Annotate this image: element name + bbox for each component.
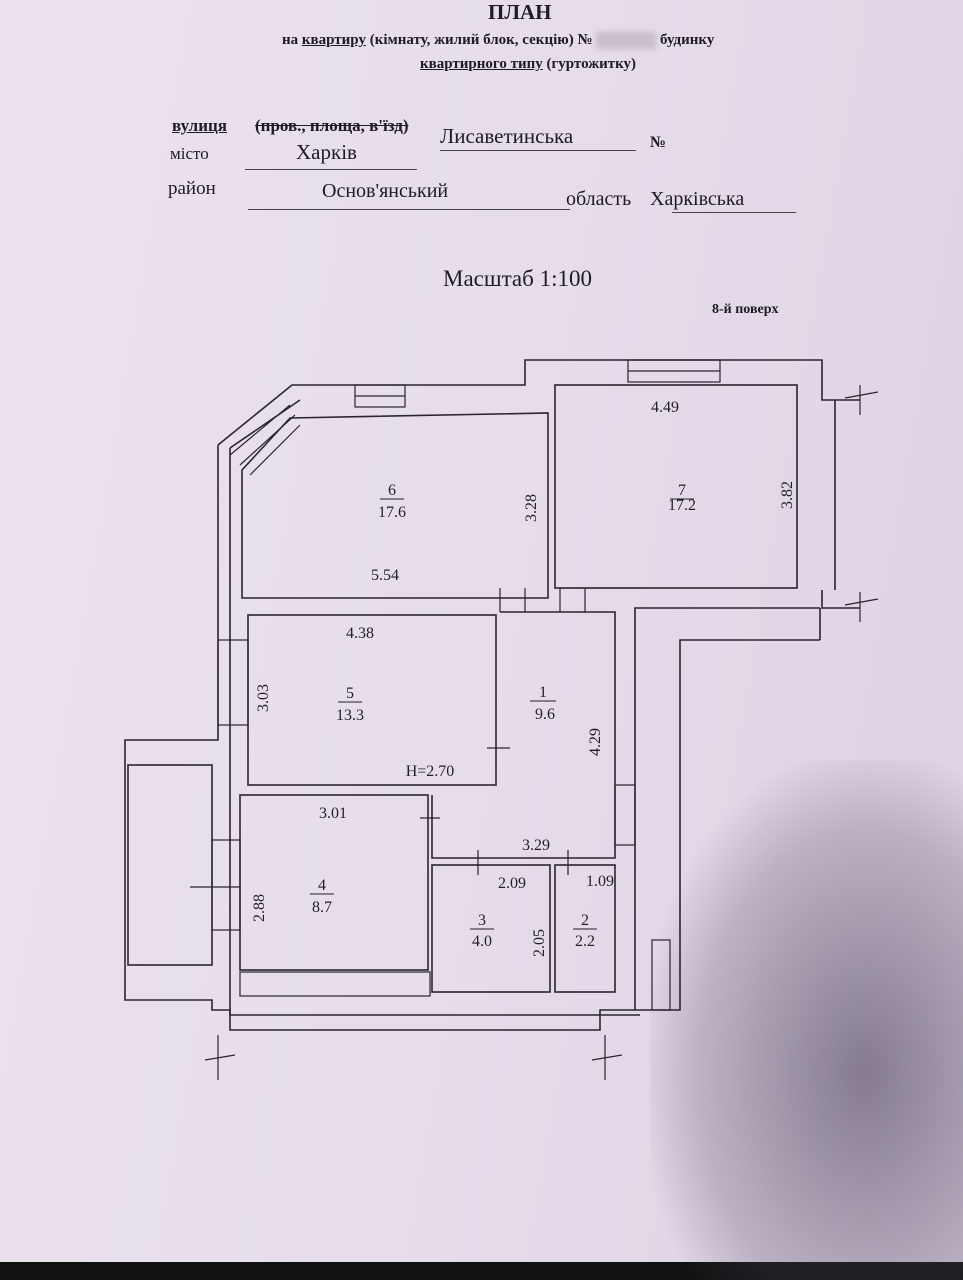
district-value: Основ'янський bbox=[322, 180, 449, 202]
header-apartment: квартиру bbox=[301, 32, 366, 48]
floor-label: 8-й поверх bbox=[712, 302, 779, 317]
room-7-number: 7 bbox=[678, 482, 686, 499]
header-line-1: на квартиру (кімнату, жилий блок, секцію… bbox=[282, 32, 714, 49]
header-suffix: будинку bbox=[660, 32, 715, 48]
header-prefix: на bbox=[282, 32, 299, 48]
room-3-depth: 2.05 bbox=[531, 929, 548, 957]
room-5-width: 4.38 bbox=[346, 625, 374, 642]
room-4 bbox=[239, 794, 429, 971]
header-rest: (кімнату, жилий блок, секцію) № bbox=[369, 32, 593, 48]
room-5 bbox=[247, 614, 497, 786]
room-2-area: 2.2 bbox=[575, 933, 595, 950]
room-2-number: 2 bbox=[581, 912, 589, 929]
street-struck: (пров., площа, в'їзд) bbox=[255, 116, 409, 135]
room-4-width: 3.01 bbox=[319, 805, 347, 822]
room-6-depth: 3.28 bbox=[523, 494, 540, 522]
header-type: квартирного типу bbox=[420, 56, 543, 72]
header-line-2: квартирного типу (гуртожитку) bbox=[420, 56, 636, 73]
inner-wall bbox=[229, 448, 640, 1016]
number-label: № bbox=[650, 134, 667, 151]
city-label: місто bbox=[170, 144, 209, 163]
room-7-depth: 3.82 bbox=[779, 481, 796, 509]
scale-label: Масштаб 1:100 bbox=[443, 266, 592, 291]
region-label: область bbox=[566, 188, 632, 210]
room-7-width: 4.49 bbox=[651, 399, 679, 416]
room-1-number: 1 bbox=[539, 684, 547, 701]
room-5-number: 5 bbox=[346, 685, 354, 702]
room-1 bbox=[431, 611, 616, 859]
room-3 bbox=[431, 864, 551, 993]
room-4-area: 8.7 bbox=[312, 899, 332, 916]
street-value: Лисаветинська bbox=[440, 124, 574, 148]
room-1-width: 3.29 bbox=[522, 837, 550, 854]
room-7 bbox=[554, 384, 798, 589]
district-label: район bbox=[168, 178, 216, 199]
room-2 bbox=[554, 864, 616, 993]
room-3-number: 3 bbox=[478, 912, 486, 929]
room-6-area: 17.6 bbox=[378, 504, 406, 521]
room-6-number: 6 bbox=[388, 482, 396, 499]
room-3-width: 2.09 bbox=[498, 875, 526, 892]
room-5-area: 13.3 bbox=[336, 707, 364, 724]
plan-title: ПЛАН bbox=[488, 0, 552, 24]
room-5-depth: 3.03 bbox=[255, 684, 272, 712]
street-label: вулиця bbox=[172, 116, 228, 135]
room-6-width: 5.54 bbox=[371, 567, 399, 584]
city-value: Харків bbox=[296, 140, 357, 164]
ceiling-height: H=2.70 bbox=[406, 763, 455, 780]
room-4-depth: 2.88 bbox=[251, 894, 268, 922]
room-7-area: 17.2 bbox=[668, 497, 696, 514]
room-4-number: 4 bbox=[318, 877, 326, 894]
door-marks bbox=[204, 385, 879, 1080]
room-2-width: 1.09 bbox=[586, 873, 614, 890]
balcony bbox=[127, 764, 213, 966]
region-value: Харківська bbox=[650, 188, 745, 210]
room-6 bbox=[241, 412, 549, 599]
header-type-note: (гуртожитку) bbox=[546, 56, 637, 72]
room-1-area: 9.6 bbox=[535, 706, 555, 723]
room-1-depth: 4.29 bbox=[587, 728, 604, 756]
room-3-area: 4.0 bbox=[472, 933, 492, 950]
